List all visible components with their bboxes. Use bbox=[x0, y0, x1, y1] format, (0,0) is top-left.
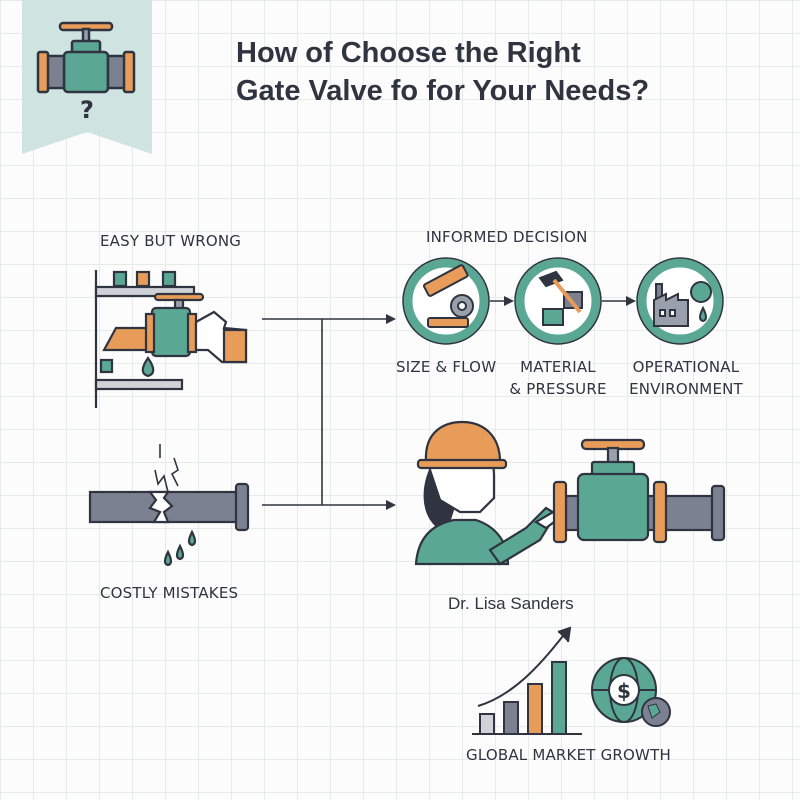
flow-connectors bbox=[262, 314, 396, 510]
size-flow-label: SIZE & FLOW bbox=[396, 358, 497, 376]
size-flow-step-icon bbox=[402, 257, 490, 345]
operational-environment-line-1: OPERATIONAL bbox=[632, 358, 740, 376]
material-pressure-step-icon bbox=[514, 257, 602, 345]
operational-environment-label: OPERATIONAL ENVIRONMENT bbox=[626, 356, 746, 400]
easy-but-wrong-label: EASY BUT WRONG bbox=[100, 232, 242, 250]
gate-valve-icon bbox=[36, 21, 136, 94]
question-mark: ? bbox=[80, 96, 94, 124]
expert-name: Dr. Lisa Sanders bbox=[448, 594, 574, 613]
title-line-2: Gate Valve fo for Your Needs? bbox=[236, 75, 650, 107]
globe-dollar-icon: $ bbox=[591, 657, 671, 727]
shelf-valve-illustration bbox=[94, 270, 248, 408]
hammer-plates-icon bbox=[538, 270, 583, 326]
engineer-avatar bbox=[414, 420, 564, 566]
material-pressure-label: MATERIAL & PRESSURE bbox=[508, 356, 608, 400]
title-line-1: How of Choose the Right bbox=[236, 37, 581, 69]
factory-globe-icon bbox=[653, 281, 712, 327]
gate-valve-pipe bbox=[552, 438, 726, 544]
informed-decision-heading: INFORMED DECISION bbox=[426, 228, 588, 246]
dollar-symbol: $ bbox=[617, 679, 631, 703]
material-pressure-line-2: & PRESSURE bbox=[509, 380, 607, 398]
ruler-gear-icon bbox=[422, 264, 474, 328]
global-market-growth-label: GLOBAL MARKET GROWTH bbox=[466, 746, 671, 764]
market-growth-illustration bbox=[472, 626, 582, 735]
material-pressure-line-1: MATERIAL bbox=[520, 358, 596, 376]
valve-question-badge: ? bbox=[22, 0, 152, 154]
cracked-pipe-illustration bbox=[88, 444, 250, 567]
operational-environment-step-icon bbox=[636, 257, 724, 345]
operational-environment-line-2: ENVIRONMENT bbox=[629, 380, 743, 398]
page-title: How of Choose the Right Gate Valve fo fo… bbox=[236, 34, 756, 110]
costly-mistakes-label: COSTLY MISTAKES bbox=[100, 584, 239, 602]
